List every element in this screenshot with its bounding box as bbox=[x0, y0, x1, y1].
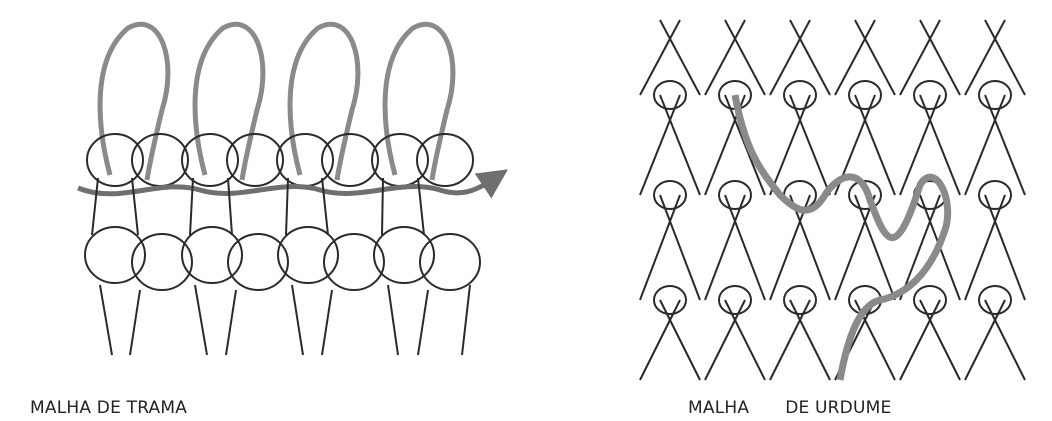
warp-yarn-line bbox=[985, 95, 1025, 195]
warp-loop bbox=[784, 81, 816, 109]
weft-loop bbox=[227, 134, 283, 186]
weft-top-loop bbox=[100, 24, 168, 180]
weft-leg bbox=[462, 285, 470, 355]
caption-warp-knit-part2: DE URDUME bbox=[785, 398, 891, 418]
warp-loop bbox=[719, 181, 751, 209]
warp-yarn-line bbox=[790, 95, 830, 195]
warp-loop bbox=[979, 81, 1011, 109]
warp-yarn-line bbox=[660, 95, 700, 195]
warp-loop bbox=[914, 286, 946, 314]
weft-leg bbox=[195, 285, 236, 355]
warp-loop bbox=[654, 286, 686, 314]
weft-loop bbox=[372, 134, 428, 186]
weft-loop bbox=[87, 134, 143, 186]
weft-row-2 bbox=[85, 227, 480, 290]
warp-loop bbox=[914, 81, 946, 109]
weft-loop bbox=[420, 234, 480, 290]
weft-loop bbox=[277, 134, 333, 186]
warp-yarn-line bbox=[640, 95, 680, 195]
weft-top-loop bbox=[195, 24, 263, 180]
weft-leg bbox=[292, 285, 332, 355]
warp-highlight-yarn bbox=[735, 95, 948, 380]
weft-loop bbox=[132, 134, 188, 186]
warp-loop bbox=[719, 286, 751, 314]
weft-leg bbox=[100, 285, 140, 355]
warp-yarn-line bbox=[640, 195, 680, 300]
caption-weft-knit: MALHA DE TRAMA bbox=[30, 398, 187, 418]
warp-lattice bbox=[640, 20, 1025, 380]
warp-loop bbox=[849, 81, 881, 109]
caption-warp-knit-part1: MALHA bbox=[688, 398, 749, 418]
caption-warp-knit: MALHA DE URDUME bbox=[688, 398, 891, 418]
warp-loop bbox=[979, 286, 1011, 314]
warp-yarn-line bbox=[835, 195, 875, 300]
warp-loop bbox=[654, 181, 686, 209]
weft-loop bbox=[322, 134, 378, 186]
warp-yarn-line bbox=[900, 195, 940, 300]
warp-loop bbox=[979, 181, 1011, 209]
weft-top-loop bbox=[290, 24, 358, 180]
weft-knit-illustration bbox=[78, 24, 498, 355]
warp-yarn-line bbox=[705, 195, 745, 300]
warp-knit-illustration bbox=[640, 20, 1025, 380]
warp-yarn-line bbox=[770, 95, 810, 195]
warp-yarn-line bbox=[725, 195, 765, 300]
warp-yarn-line bbox=[660, 195, 700, 300]
weft-top-loop bbox=[385, 24, 453, 180]
warp-yarn-line bbox=[965, 95, 1005, 195]
warp-yarn-line bbox=[965, 195, 1005, 300]
warp-loop bbox=[784, 286, 816, 314]
weft-leg bbox=[388, 285, 428, 355]
weft-loop bbox=[182, 134, 238, 186]
warp-yarn-line bbox=[985, 195, 1025, 300]
weft-loop bbox=[417, 134, 473, 186]
warp-loop bbox=[654, 81, 686, 109]
